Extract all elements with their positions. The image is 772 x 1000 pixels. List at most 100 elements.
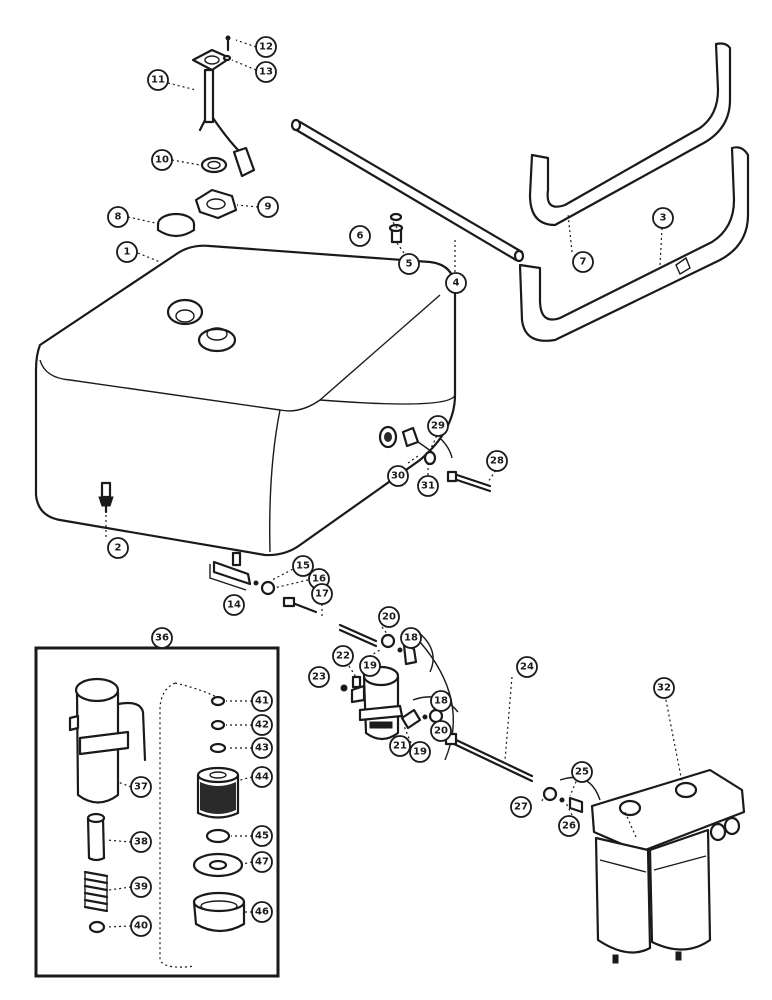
callout-8: 8	[107, 206, 129, 228]
callout-40: 40	[130, 915, 152, 937]
callout-39: 39	[130, 876, 152, 898]
callout-17: 17	[311, 583, 333, 605]
callout-47: 47	[251, 851, 273, 873]
svg-text:21: 21	[393, 741, 407, 752]
callout-45: 45	[251, 825, 273, 847]
svg-text:37: 37	[134, 782, 148, 793]
svg-text:20: 20	[434, 726, 448, 737]
callout-6: 6	[349, 225, 371, 247]
svg-text:36: 36	[155, 633, 169, 644]
svg-text:28: 28	[490, 456, 504, 467]
callout-13: 13	[255, 61, 277, 83]
callout-28: 28	[486, 450, 508, 472]
callout-1: 1	[116, 241, 138, 263]
svg-text:46: 46	[255, 907, 269, 918]
tank-filler-neck	[166, 298, 204, 326]
svg-text:11: 11	[151, 75, 165, 86]
sender-flange	[194, 188, 238, 220]
inset-filter-element	[196, 766, 240, 819]
valve-fittings	[253, 580, 276, 596]
svg-text:22: 22	[336, 651, 350, 662]
inset-gasket	[192, 852, 244, 878]
fuel-filter-assembly	[590, 768, 746, 964]
callout-29: 29	[427, 415, 449, 437]
callout-7: 7	[572, 251, 594, 273]
svg-text:40: 40	[134, 921, 148, 932]
callout-46: 46	[251, 901, 273, 923]
callout-31: 31	[417, 475, 439, 497]
svg-text:4: 4	[453, 278, 460, 289]
callout-32: 32	[653, 677, 675, 699]
svg-text:9: 9	[265, 202, 272, 213]
svg-text:19: 19	[413, 747, 427, 758]
callout-11: 11	[147, 69, 169, 91]
callout-30: 30	[387, 465, 409, 487]
callout-12: 12	[255, 36, 277, 58]
fuel-tank	[34, 244, 457, 557]
callout-18b: 18	[430, 690, 452, 712]
svg-text:15: 15	[296, 561, 310, 572]
sender-gasket	[200, 156, 228, 174]
svg-text:39: 39	[134, 882, 148, 893]
svg-text:1: 1	[124, 247, 131, 258]
inset-seal-rings	[209, 695, 227, 754]
svg-text:44: 44	[255, 772, 269, 783]
svg-text:8: 8	[115, 212, 122, 223]
pump-detail-inset	[34, 646, 280, 978]
svg-text:2: 2	[115, 543, 122, 554]
svg-text:18: 18	[434, 696, 448, 707]
sender-screw	[225, 35, 231, 52]
inset-pump-housing	[68, 677, 147, 804]
filler-cap	[156, 212, 196, 238]
callout-26: 26	[558, 815, 580, 837]
inset-cap	[205, 828, 231, 844]
callout-24: 24	[516, 656, 538, 678]
svg-text:32: 32	[657, 683, 671, 694]
svg-text:27: 27	[514, 802, 528, 813]
callout-20a: 20	[378, 606, 400, 628]
svg-text:5: 5	[406, 259, 413, 270]
mounting-bolt	[388, 212, 404, 244]
pump-screw	[340, 675, 362, 692]
callout-42: 42	[251, 714, 273, 736]
svg-text:43: 43	[255, 743, 269, 754]
fuel-pump	[350, 665, 404, 741]
svg-text:30: 30	[391, 471, 405, 482]
inset-spring	[83, 870, 109, 913]
svg-text:16: 16	[312, 574, 326, 585]
callout-36: 36	[151, 627, 173, 649]
callout-18a: 18	[400, 627, 422, 649]
leader-lines	[105, 39, 683, 838]
inset-retainer	[88, 920, 106, 934]
svg-text:26: 26	[562, 821, 576, 832]
callout-37: 37	[130, 776, 152, 798]
svg-text:10: 10	[155, 155, 169, 166]
svg-text:3: 3	[660, 213, 667, 224]
tank-strap-upper	[528, 42, 732, 227]
callout-19a: 19	[359, 655, 381, 677]
callout-27: 27	[510, 796, 532, 818]
svg-text:42: 42	[255, 720, 269, 731]
svg-text:38: 38	[134, 837, 148, 848]
svg-text:47: 47	[255, 857, 269, 868]
tank-strap-lower	[518, 146, 750, 342]
callout-15: 15	[292, 555, 314, 577]
callout-19b: 19	[409, 741, 431, 763]
inset-plunger	[86, 812, 106, 862]
callout-4: 4	[445, 272, 467, 294]
drain-valve	[98, 481, 114, 514]
callout-43: 43	[251, 737, 273, 759]
callout-20b: 20	[430, 720, 452, 742]
callout-25: 25	[571, 761, 593, 783]
fuel-gauge-sender	[191, 48, 256, 178]
svg-text:13: 13	[259, 67, 273, 78]
svg-text:7: 7	[580, 257, 587, 268]
svg-text:19: 19	[363, 661, 377, 672]
callout-44: 44	[251, 766, 273, 788]
svg-text:45: 45	[255, 831, 269, 842]
inset-bowl	[192, 891, 246, 933]
supply-line	[282, 596, 378, 648]
pump-outlet-fittings	[400, 696, 459, 730]
callout-22: 22	[332, 645, 354, 667]
